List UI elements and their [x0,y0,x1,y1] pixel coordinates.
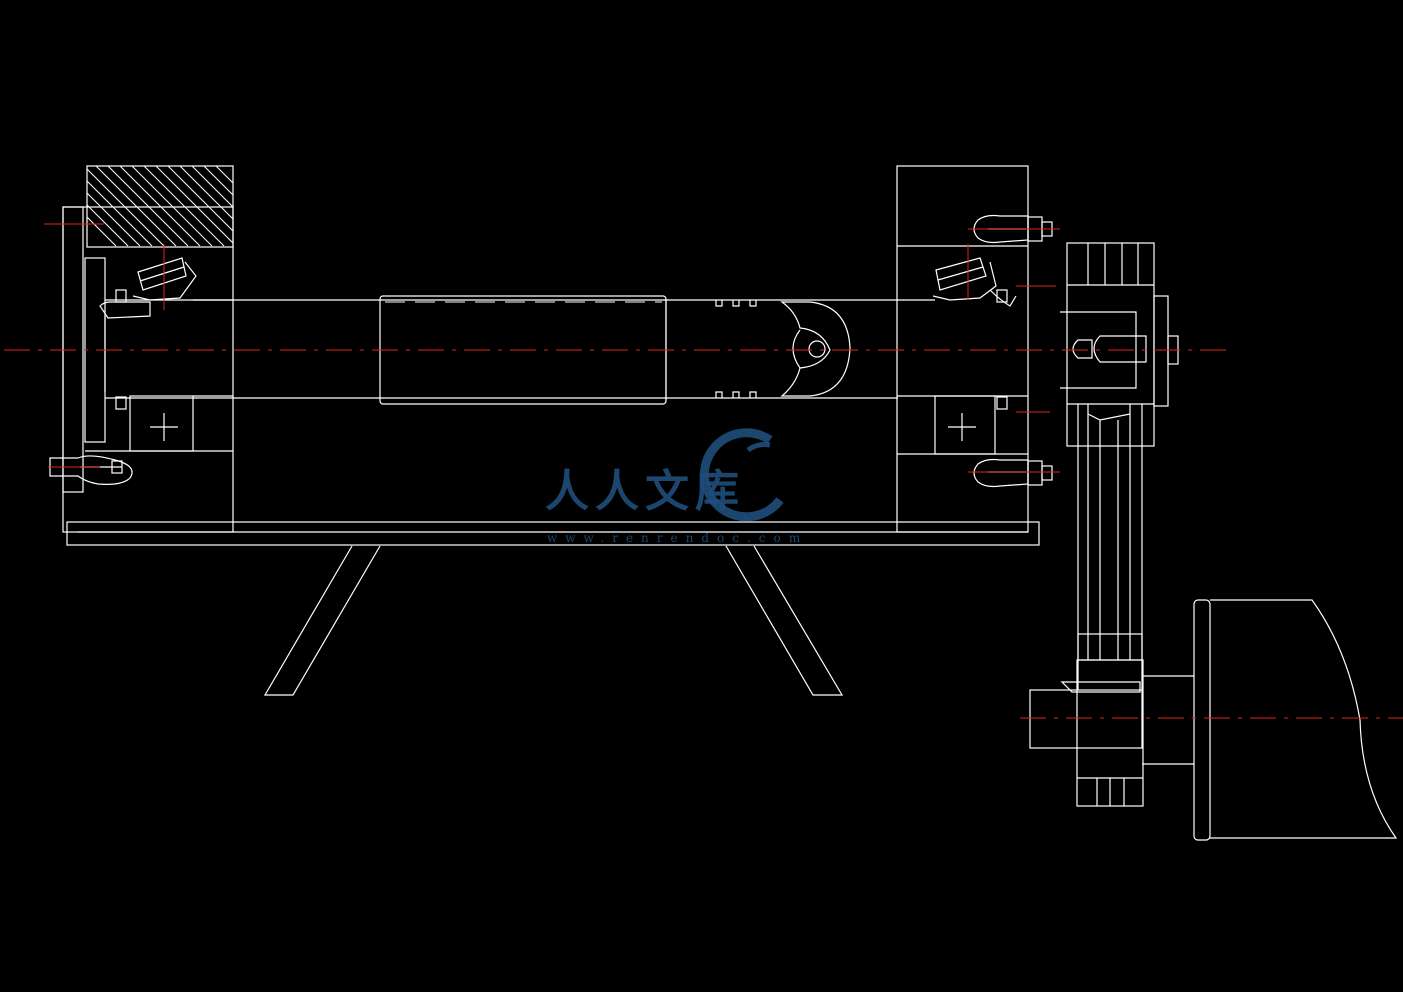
right-bearing-housing [896,165,1053,533]
section-hatch [87,166,233,247]
base-frame [66,521,1040,546]
watermark-logo [699,428,784,522]
spline-grooves [715,300,757,398]
support-legs [263,545,844,696]
left-bearing-housing [49,165,234,533]
chain-drive-assembly [1029,242,1194,807]
centerlines [4,223,1403,719]
motor [1193,599,1398,841]
universal-joint-yoke [780,301,851,397]
